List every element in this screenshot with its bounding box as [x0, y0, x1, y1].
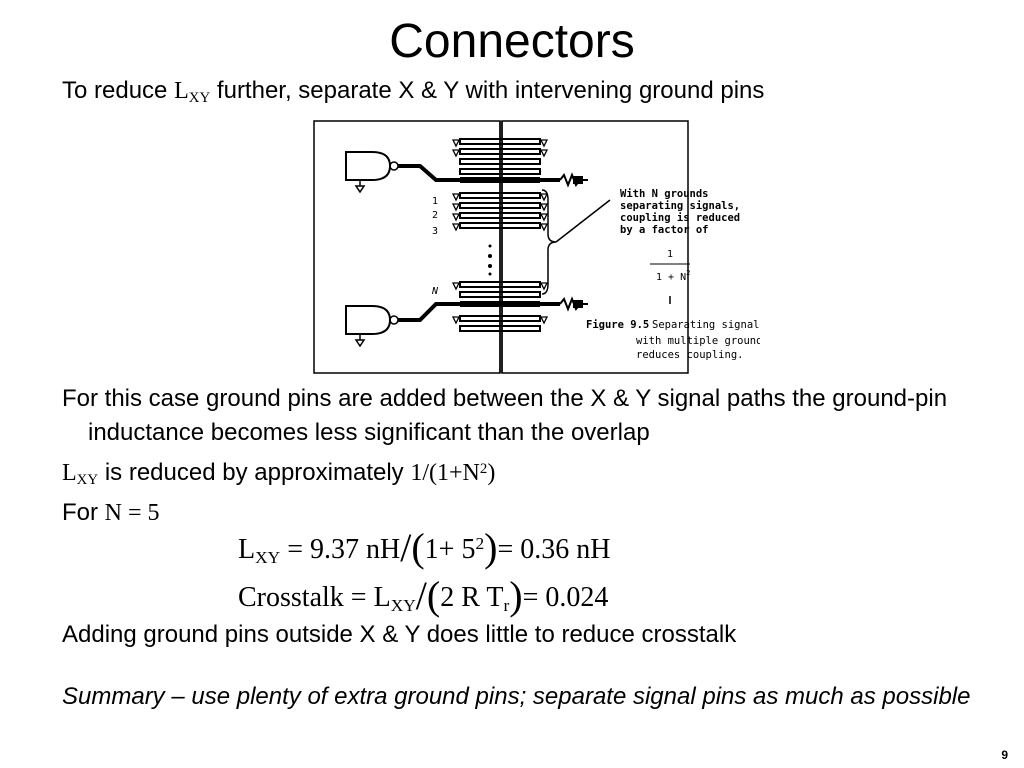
annotation-line-1: With N grounds [620, 188, 709, 200]
bullet-lxy-reduced: LXY is reduced by approximately 1/(1+N2) [62, 456, 495, 493]
eq2-paren-close: ) [509, 573, 523, 618]
fraction-denominator: 1 + N2 [656, 269, 690, 283]
factor-post: ) [487, 460, 496, 486]
bullet4-text: For [62, 499, 98, 526]
n-value-expression: N = 5 [104, 500, 160, 526]
reduction-factor: 1/(1+N2) [410, 460, 495, 486]
annotation-line-2: separating signals, [620, 200, 740, 212]
page-number: 9 [1001, 748, 1008, 762]
eq1-paren-open: ( [411, 525, 425, 570]
ellipsis-dots [488, 244, 492, 276]
eq2-denominator: 2 R T [440, 582, 504, 613]
eq2-result: = 0.024 [522, 582, 609, 613]
symbol-sub: XY [188, 90, 211, 107]
signal-trace-bottom [398, 302, 460, 322]
eq1-denominator: 1+ 5 [424, 534, 476, 565]
bullet-text-before: To reduce [62, 77, 168, 104]
figure-caption-label: Figure 9.5 [586, 319, 649, 331]
eq2-slash: / [415, 573, 427, 618]
eq1-paren-close: ) [484, 525, 498, 570]
eq2-paren-open: ( [426, 573, 441, 618]
slide-title: Connectors [389, 15, 635, 68]
signal-trace-top [398, 164, 460, 182]
annotation-line-4: by a factor of [620, 224, 709, 236]
eq1-value: = 9.37 nH [287, 534, 401, 565]
driver-gate-bottom-icon [345, 305, 399, 348]
figure-caption-line-1: Separating signals [652, 319, 760, 331]
pin-number-3: 3 [432, 226, 438, 237]
pin-number-1: 1 [432, 196, 438, 207]
pin-label-n: N [431, 286, 439, 297]
connector-figure: 1 2 3 N With N grounds separating signal… [313, 120, 760, 374]
annotation-line-3: coupling is reduced [620, 212, 740, 224]
symbol-l: L [62, 460, 77, 486]
lxy-symbol: LXY [174, 78, 211, 107]
bullet2-line1: For this case ground pins are added betw… [62, 385, 786, 412]
fraction-den-exp: 2 [686, 269, 690, 277]
bullet-reduce-lxy: To reduce LXY further, separate X & Y wi… [62, 74, 764, 111]
factor-exp: 2 [479, 460, 488, 477]
bullet3-text: is reduced by approximately [104, 459, 404, 486]
bullet2-line2: the ground-pin inductance becomes less s… [88, 385, 948, 446]
eq2-sub-r: r [503, 595, 510, 615]
figure-caption-line-3: reduces coupling. [636, 349, 743, 361]
bullet-outside-pins: Adding ground pins outside X & Y does li… [62, 621, 737, 648]
connector-pins [459, 138, 541, 332]
lxy-symbol: LXY [62, 460, 99, 489]
termination-resistor-icon [540, 172, 588, 312]
eq1-exponent: 2 [475, 534, 485, 554]
symbol-l: L [174, 78, 189, 104]
driver-gate-top-icon [345, 151, 399, 194]
eq1-lhs-sub: XY [255, 547, 281, 567]
equation-lxy: LXY = 9.37 nH/(1+ 52)= 0.36 nH [238, 528, 610, 570]
ground-symbols-icon [451, 139, 549, 325]
eq1-slash: / [400, 525, 412, 570]
bullet-for-n: For N = 5 [62, 496, 160, 530]
eq2-lhs: Crosstalk = L [238, 582, 391, 613]
pin-number-2: 2 [432, 210, 438, 221]
bullet-ground-pins-added: For this case ground pins are added betw… [62, 382, 988, 450]
figure-caption-line-2: with multiple grounds [636, 335, 760, 347]
grounds-brace [541, 189, 557, 295]
fraction-numerator: 1 [667, 249, 673, 260]
symbol-sub: XY [76, 472, 99, 489]
eq1-lhs: L [238, 534, 256, 565]
eq2-lhs-sub: XY [390, 595, 416, 615]
bullet-text-after: further, separate X & Y with intervening… [216, 77, 765, 104]
summary-text: Summary – use plenty of extra ground pin… [62, 683, 971, 710]
fraction-den-base: 1 + N [656, 272, 686, 283]
factor-pre: 1/(1+N [410, 460, 480, 486]
equation-crosstalk: Crosstalk = LXY/(2 R Tr)= 0.024 [238, 576, 608, 618]
eq1-result: = 0.36 nH [497, 534, 611, 565]
